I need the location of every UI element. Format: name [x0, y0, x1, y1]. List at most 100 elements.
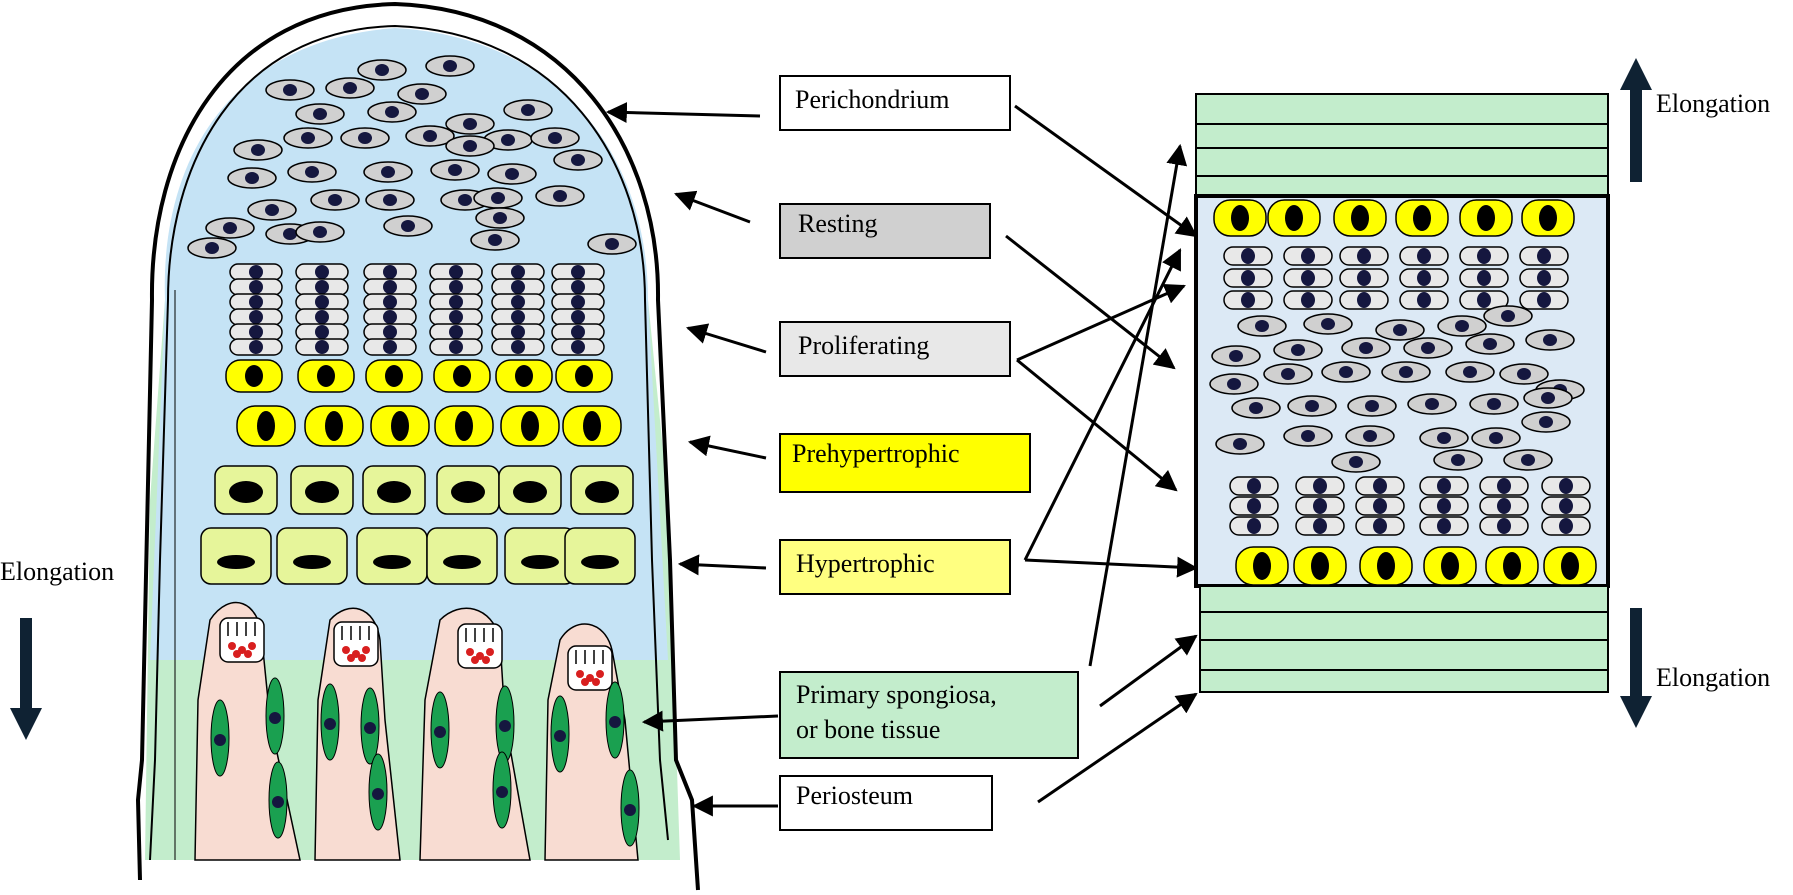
- osteocyte: [268, 761, 288, 839]
- proliferating-cell: [551, 293, 605, 311]
- proliferating-cell: [429, 323, 483, 341]
- proliferating-cell: [1419, 496, 1469, 516]
- proliferating-cell: [1229, 516, 1279, 536]
- resting-cell: [1471, 427, 1521, 449]
- resting-cell: [445, 135, 495, 157]
- trabecula-tip: [567, 645, 613, 691]
- proliferating-cell: [1399, 268, 1449, 288]
- resting-cell: [1419, 427, 1469, 449]
- proliferating-cell: [491, 263, 545, 281]
- proliferating-cell: [1355, 476, 1405, 496]
- resting-cell: [227, 167, 277, 189]
- prehypertrophic-cell: [370, 405, 430, 447]
- prehypertrophic-cell: [1395, 199, 1449, 237]
- bone-bands-top: [1195, 93, 1609, 197]
- resting-zone-cells: [187, 55, 637, 259]
- osteocyte: [265, 677, 285, 755]
- label-perichondrium: Perichondrium: [779, 75, 1011, 131]
- resting-cell: [397, 83, 447, 105]
- prehypertrophic-cell: [495, 359, 553, 393]
- hypertrophic-cell: [426, 527, 498, 585]
- resting-cell: [340, 127, 390, 149]
- resting-cell: [587, 233, 637, 255]
- proliferating-cell: [1541, 516, 1591, 536]
- proliferating-cell: [429, 293, 483, 311]
- resting-cell: [247, 199, 297, 221]
- resting-cell: [470, 229, 520, 251]
- proliferating-cell: [1519, 246, 1569, 266]
- resting-cell: [1499, 363, 1549, 385]
- resting-cell: [357, 59, 407, 81]
- hypertrophic-cell: [570, 465, 634, 515]
- proliferating-cell: [1399, 290, 1449, 310]
- resting-cell: [1437, 315, 1487, 337]
- proliferating-cell: [1355, 496, 1405, 516]
- proliferating-cell: [1479, 476, 1529, 496]
- osteocyte: [210, 699, 230, 777]
- prehypertrophic-cell: [500, 405, 560, 447]
- proliferating-cell: [1283, 246, 1333, 266]
- resting-cell: [287, 161, 337, 183]
- resting-cell: [1211, 345, 1261, 367]
- proliferating-cell: [551, 323, 605, 341]
- proliferating-cell: [295, 263, 349, 281]
- resting-cell: [535, 185, 585, 207]
- resting-cell: [1347, 395, 1397, 417]
- resting-cell: [1209, 373, 1259, 395]
- hypertrophic-zone-cells: [200, 465, 636, 585]
- resting-cell: [1345, 425, 1395, 447]
- arrow-down-icon: [1620, 608, 1652, 728]
- primary-spongiosa: [194, 601, 640, 861]
- label-boxes: Perichondrium Resting Proliferating Preh…: [779, 75, 1079, 831]
- growth-plate-left: Elongation: [0, 1, 700, 891]
- proliferating-cell: [1541, 476, 1591, 496]
- resting-cell: [1403, 337, 1453, 359]
- proliferating-cell: [551, 308, 605, 326]
- proliferating-cell: [429, 263, 483, 281]
- prehypertrophic-zone-cells: [225, 359, 622, 447]
- proliferating-cell: [1283, 268, 1333, 288]
- resting-cell: [1237, 315, 1287, 337]
- prehypertrophic-cell: [1485, 546, 1539, 586]
- proliferating-cell: [363, 278, 417, 296]
- svg-text:Perichondrium: Perichondrium: [795, 85, 950, 114]
- osteocyte: [320, 683, 340, 761]
- proliferating-cell: [1459, 290, 1509, 310]
- proliferating-cell: [491, 338, 545, 356]
- resting-cell: [310, 189, 360, 211]
- resting-cell: [503, 99, 553, 121]
- elongation-label-right-bottom: Elongation: [1656, 663, 1770, 692]
- resting-cell: [1469, 393, 1519, 415]
- proliferating-cell: [551, 263, 605, 281]
- prehypertrophic-cell: [555, 359, 613, 393]
- proliferating-cell: [229, 278, 283, 296]
- prehypertrophic-cell: [434, 405, 494, 447]
- proliferating-cell: [1223, 290, 1273, 310]
- resting-cell: [487, 163, 537, 185]
- elongation-label-left: Elongation: [0, 557, 114, 586]
- resting-cell: [1341, 337, 1391, 359]
- proliferating-cell: [1399, 246, 1449, 266]
- proliferating-cell: [229, 293, 283, 311]
- hypertrophic-cell: [362, 465, 426, 515]
- proliferating-cell: [229, 263, 283, 281]
- prehypertrophic-cell: [1293, 546, 1347, 586]
- resting-cell: [445, 113, 495, 135]
- resting-cell: [383, 215, 433, 237]
- proliferating-cell: [363, 323, 417, 341]
- proliferating-cell: [1479, 516, 1529, 536]
- proliferating-cell: [1229, 476, 1279, 496]
- svg-text:Prehypertrophic: Prehypertrophic: [792, 439, 960, 468]
- svg-text:Hypertrophic: Hypertrophic: [796, 549, 935, 578]
- proliferating-cell: [491, 293, 545, 311]
- resting-cell: [283, 127, 333, 149]
- arrow-up-icon: [1620, 58, 1652, 182]
- proliferating-cell: [229, 308, 283, 326]
- label-primary-spongiosa: Primary spongiosa, or bone tissue: [779, 671, 1079, 759]
- resting-cell: [295, 103, 345, 125]
- osteocyte: [550, 695, 570, 773]
- hypertrophic-cell: [276, 527, 348, 585]
- proliferating-cell: [363, 293, 417, 311]
- proliferating-cell: [1295, 516, 1345, 536]
- hypertrophic-cell: [564, 527, 636, 585]
